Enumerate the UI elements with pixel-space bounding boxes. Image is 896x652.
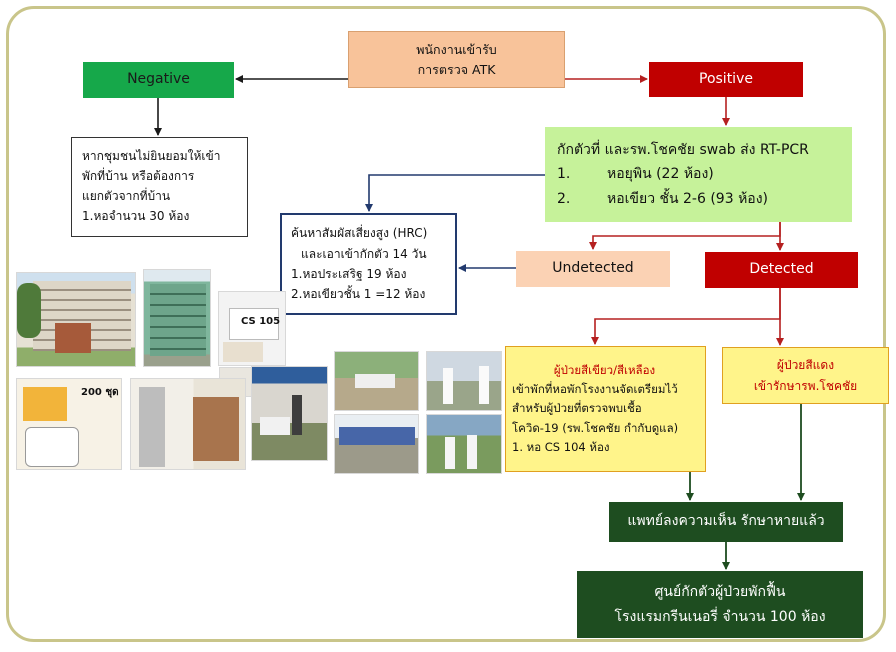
quarantine-box: กักตัวที่ และรพ.โชคชัย swab ส่ง RT-PCR 1… bbox=[545, 127, 852, 222]
green-yellow-line4: 1. หอ CS 104 ห้อง bbox=[512, 439, 610, 454]
red-patients-title: ผู้ป่วยสีแดง bbox=[776, 358, 835, 373]
recovered-box: แพทย์ลงความเห็น รักษาหายแล้ว bbox=[609, 502, 843, 542]
recovered-label: แพทย์ลงความเห็น รักษาหายแล้ว bbox=[627, 513, 825, 530]
recovery-center-box: ศูนย์กักตัวผู้ป่วยพักฟื้น โรงแรมกรีนเนอร… bbox=[577, 571, 863, 638]
detected-box: Detected bbox=[705, 252, 858, 288]
quarantine-item2: 2. หอเขียว ชั้น 2-6 (93 ห้อง) bbox=[557, 187, 852, 212]
atk-test-line2: การตรวจ ATK bbox=[417, 61, 496, 77]
green-yellow-title: ผู้ป่วยสีเขียว/สีเหลือง bbox=[553, 362, 656, 377]
quarantine-item2-number: 2. bbox=[557, 190, 571, 207]
green-yellow-line2: สำหรับผู้ป่วยที่ตรวจพบเชื้อ bbox=[512, 401, 642, 416]
home-isolation-line1: หากชุมชนไม่ยินยอมให้เข้า bbox=[82, 149, 221, 164]
hrc-line1: ค้นหาสัมผัสเสี่ยงสูง (HRC) bbox=[291, 226, 428, 241]
red-patients-box: ผู้ป่วยสีแดง เข้ารักษารพ.โชคชัย bbox=[722, 347, 889, 404]
hrc-line3: 1.หอประเสริฐ 19 ห้อง bbox=[291, 267, 407, 281]
atk-test-line1: พนักงานเข้ารับ bbox=[416, 42, 497, 58]
quarantine-item1-number: 1. bbox=[557, 166, 571, 183]
red-patients-line1: เข้ารักษารพ.โชคชัย bbox=[753, 378, 858, 393]
tent-station-photo bbox=[251, 366, 328, 461]
medical-staff-photo bbox=[426, 414, 502, 474]
detected-label: Detected bbox=[749, 261, 814, 278]
outdoor-checkpoint-photo bbox=[334, 351, 419, 411]
vaccination-tent-photo bbox=[334, 414, 419, 474]
page-frame bbox=[6, 6, 886, 642]
hrc-box: ค้นหาสัมผัสเสี่ยงสูง (HRC) และเอาเข้ากัก… bbox=[280, 213, 457, 315]
positive-label: Positive bbox=[699, 70, 753, 87]
cs105-sign-photo: CS 105 bbox=[218, 291, 286, 366]
atk-test-box: พนักงานเข้ารับ การตรวจ ATK bbox=[348, 31, 565, 88]
negative-label: Negative bbox=[127, 71, 190, 88]
cs105-label: CS 105 bbox=[241, 316, 281, 327]
green-yellow-line3: โควิด-19 (รพ.โชคชัย กำกับดูแล) bbox=[512, 420, 679, 435]
thermometer-supplies-photo: 200 ชุด bbox=[16, 378, 122, 470]
home-isolation-line2: พักที่บ้าน หรือต้องการ bbox=[82, 169, 195, 184]
quarantine-item2-text: หอเขียว ชั้น 2-6 (93 ห้อง) bbox=[607, 190, 769, 207]
green-yellow-line1: เข้าพักที่หอพักโรงงานจัดเตรียมไว้ bbox=[512, 382, 678, 397]
quarantine-item1: 1. หอยุพิน (22 ห้อง) bbox=[557, 162, 852, 187]
home-isolation-line4: 1.หอจำนวน 30 ห้อง bbox=[82, 208, 190, 223]
dormitory-building-photo bbox=[16, 272, 136, 367]
home-isolation-line3: แยกตัวจากที่บ้าน bbox=[82, 189, 171, 203]
green-yellow-patients-box: ผู้ป่วยสีเขียว/สีเหลือง เข้าพักที่หอพักโ… bbox=[505, 346, 706, 472]
undetected-label: Undetected bbox=[552, 260, 634, 277]
green-building-photo bbox=[143, 269, 211, 367]
quarantine-title: กักตัวที่ และรพ.โชคชัย swab ส่ง RT-PCR bbox=[557, 141, 809, 158]
hrc-line2: และเอาเข้ากักตัว 14 วัน bbox=[301, 246, 427, 261]
quarantine-item1-text: หอยุพิน (22 ห้อง) bbox=[607, 166, 714, 183]
ppe-staff-photo bbox=[426, 351, 502, 411]
recovery-center-line1: ศูนย์กักตัวผู้ป่วยพักฟื้น bbox=[654, 584, 786, 600]
recovery-center-line2: โรงแรมกรีนเนอรี่ จำนวน 100 ห้อง bbox=[614, 608, 826, 625]
hrc-line4: 2.หอเขียวชั้น 1 =12 ห้อง bbox=[291, 287, 426, 302]
room-interior-photo bbox=[130, 378, 246, 470]
home-isolation-box: หากชุมชนไม่ยินยอมให้เข้า พักที่บ้าน หรือ… bbox=[71, 137, 248, 237]
positive-box: Positive bbox=[649, 62, 803, 97]
negative-box: Negative bbox=[83, 62, 234, 98]
undetected-box: Undetected bbox=[516, 251, 670, 287]
supplies-count-label: 200 ชุด bbox=[81, 387, 119, 398]
